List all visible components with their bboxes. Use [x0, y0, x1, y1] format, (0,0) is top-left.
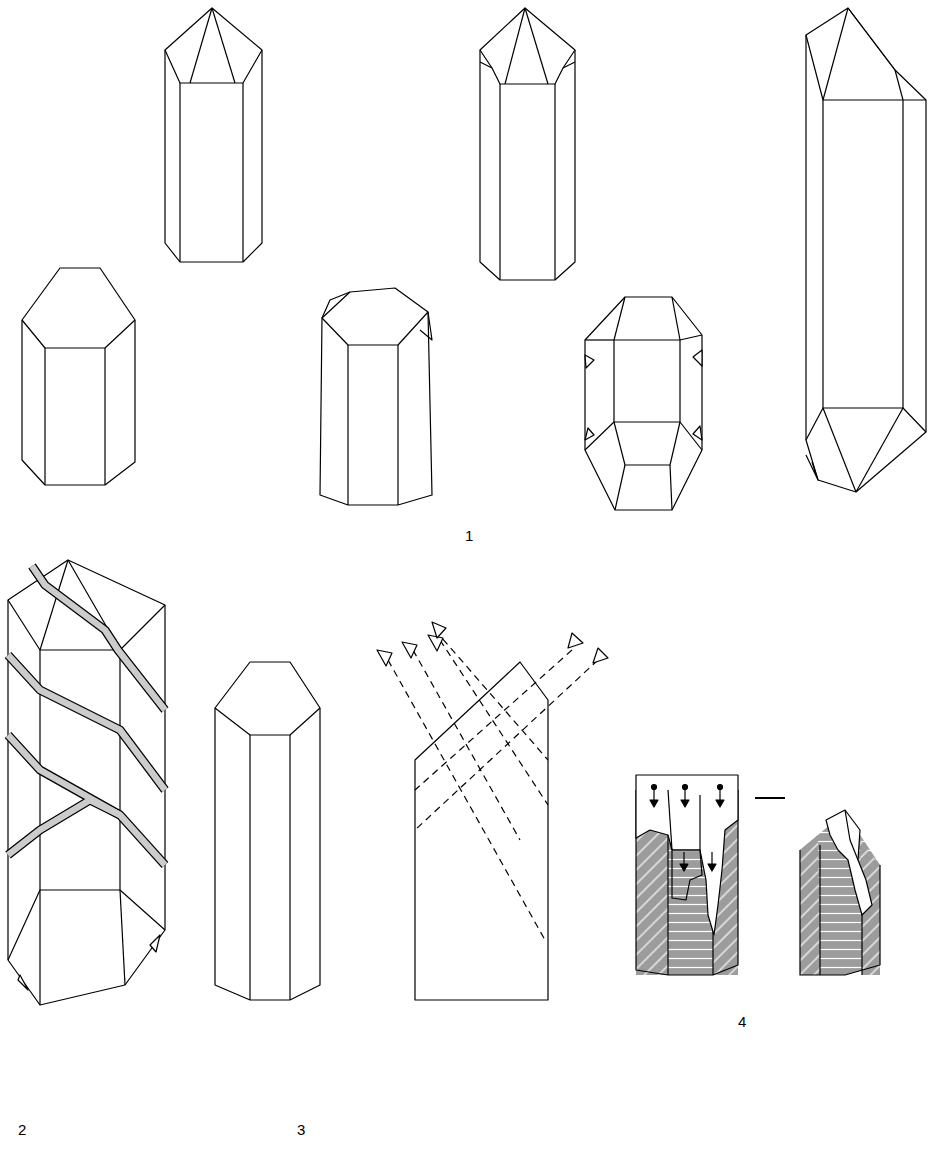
banded-quartz-crystal	[8, 560, 165, 1005]
panel-number: 4	[738, 1014, 746, 1029]
quartz-crystal	[320, 288, 432, 505]
quartz-crystal	[480, 8, 575, 280]
panel-number: 2	[18, 1122, 26, 1137]
panel-number: 3	[297, 1122, 305, 1137]
dash-symbol	[755, 797, 785, 799]
etched-quartz-crystal	[800, 810, 880, 975]
cut-quartz-prism	[377, 622, 608, 1000]
panel-number: 1	[465, 528, 473, 543]
quartz-crystal	[22, 268, 135, 485]
dissolved-quartz-crystal	[636, 775, 738, 975]
quartz-crystal	[165, 8, 262, 262]
quartz-crystal	[806, 8, 926, 492]
quartz-crystal	[585, 297, 702, 510]
quartz-prism	[215, 662, 320, 1000]
